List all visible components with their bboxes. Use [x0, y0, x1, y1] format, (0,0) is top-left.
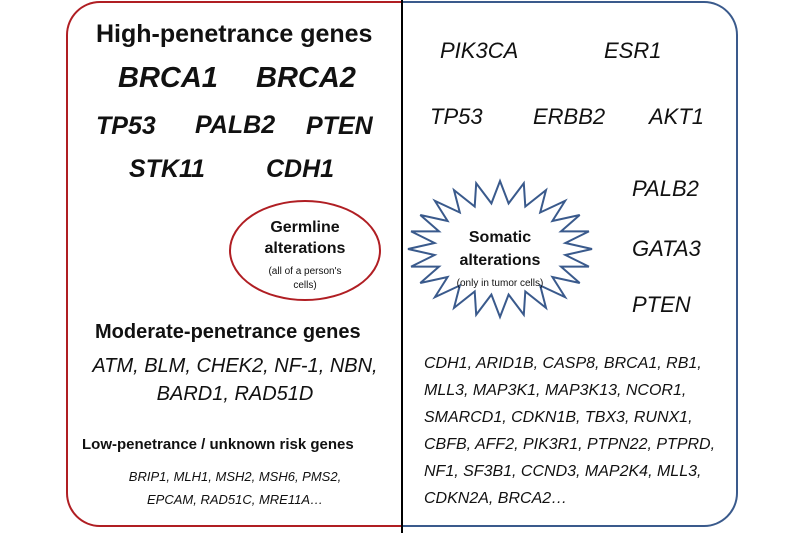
somatic-gene-esr1: ESR1: [604, 38, 662, 63]
gene-tp53: TP53: [96, 112, 156, 140]
somatic-list-line-1: CDH1, ARID1B, CASP8, BRCA1, RB1,: [424, 355, 702, 372]
somatic-gene-gata3: GATA3: [632, 236, 701, 261]
somatic-label-2: alterations: [459, 252, 541, 269]
somatic-list-line-2: MLL3, MAP3K1, MAP3K13, NCOR1,: [424, 382, 687, 399]
germline-note-2: cells): [293, 280, 317, 291]
somatic-list-line-5: NF1, SF3B1, CCND3, MAP2K4, MLL3,: [424, 463, 702, 480]
somatic-gene-pik3ca: PIK3CA: [440, 38, 519, 63]
somatic-starburst: [407, 178, 593, 320]
gene-pten: PTEN: [306, 112, 373, 140]
somatic-note: (only in tumor cells): [456, 278, 544, 289]
somatic-gene-erbb2: ERBB2: [533, 104, 606, 129]
moderate-genes-line-1: ATM, BLM, CHEK2, NF-1, NBN,: [92, 355, 378, 377]
somatic-gene-tp53: TP53: [430, 104, 483, 129]
somatic-gene-pten: PTEN: [632, 292, 691, 317]
high-penetrance-title: High-penetrance genes: [96, 20, 373, 48]
low-genes-line-1: BRIP1, MLH1, MSH2, MSH6, PMS2,: [128, 469, 342, 484]
center-divider: [401, 0, 403, 533]
gene-stk11: STK11: [129, 155, 205, 183]
somatic-gene-palb2: PALB2: [632, 176, 699, 201]
somatic-label-1: Somatic: [468, 229, 532, 246]
somatic-list-line-3: SMARCD1, CDKN1B, TBX3, RUNX1,: [424, 409, 693, 426]
germline-label-2: alterations: [264, 240, 346, 257]
somatic-panel: [402, 1, 738, 527]
moderate-genes-line-2: BARD1, RAD51D: [156, 383, 314, 405]
somatic-gene-akt1: AKT1: [649, 104, 705, 129]
germline-label-1: Germline: [270, 219, 340, 236]
germline-ellipse: [229, 200, 381, 301]
germline-panel: [66, 1, 402, 527]
low-genes-line-2: EPCAM, RAD51C, MRE11A…: [146, 492, 324, 507]
gene-cdh1: CDH1: [266, 155, 335, 183]
low-penetrance-title: Low-penetrance / unknown risk genes: [82, 436, 354, 453]
gene-palb2: PALB2: [195, 111, 276, 139]
somatic-list-line-4: CBFB, AFF2, PIK3R1, PTPN22, PTPRD,: [424, 436, 716, 453]
somatic-list-line-6: CDKN2A, BRCA2…: [424, 490, 568, 507]
moderate-penetrance-title: Moderate-penetrance genes: [95, 321, 361, 343]
gene-brca2: BRCA2: [256, 62, 356, 94]
germline-note-1: (all of a person's: [268, 266, 342, 277]
gene-brca1: BRCA1: [118, 62, 218, 94]
